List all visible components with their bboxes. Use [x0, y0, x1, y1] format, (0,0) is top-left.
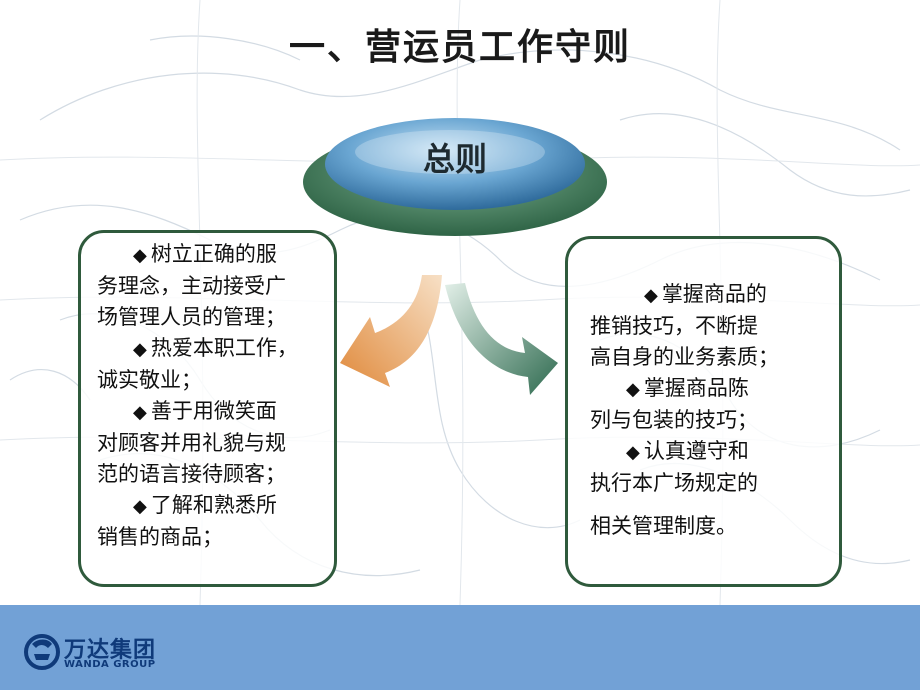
right-line: 列与包装的技巧； [590, 408, 758, 432]
right-line: 高自身的业务素质； [590, 345, 779, 369]
diamond-bullet-icon: ◆ [133, 245, 147, 266]
logo-chinese-text: 万达集团 [64, 638, 157, 663]
left-item-2: ◆热爱本职工作， [133, 336, 298, 360]
left-item-1: ◆树立正确的服 [133, 242, 277, 266]
center-label: 总则 [422, 140, 487, 178]
diamond-bullet-icon: ◆ [133, 402, 147, 423]
right-arrow-icon [445, 283, 558, 395]
center-disc [303, 118, 607, 236]
right-item-1: ◆掌握商品的 [644, 282, 767, 306]
left-line: 务理念，主动接受广 [97, 274, 286, 298]
diamond-bullet-icon: ◆ [626, 442, 640, 463]
right-principles-box: ◆掌握商品的 推销技巧，不断提 高自身的业务素质； ◆掌握商品陈 列与包装的技巧… [565, 236, 842, 587]
direction-arrows [340, 275, 558, 395]
diamond-bullet-icon: ◆ [133, 339, 147, 360]
right-item-2: ◆掌握商品陈 [626, 376, 749, 400]
left-arrow-icon [340, 275, 442, 387]
diamond-bullet-icon: ◆ [133, 496, 147, 517]
right-line: 相关管理制度。 [590, 514, 737, 538]
left-line: 范的语言接待顾客； [97, 462, 286, 486]
left-principles-box: ◆树立正确的服 务理念，主动接受广 场管理人员的管理； ◆热爱本职工作， 诚实敬… [78, 230, 337, 587]
wanda-logo-icon [24, 634, 60, 670]
left-line: 对顾客并用礼貌与规 [97, 431, 286, 455]
left-line: 销售的商品； [97, 525, 223, 549]
left-line: 场管理人员的管理； [97, 305, 286, 329]
left-item-3: ◆善于用微笑面 [133, 399, 277, 423]
left-item-4: ◆了解和熟悉所 [133, 493, 277, 517]
logo-english-text: WANDA GROUP [64, 659, 156, 670]
diamond-bullet-icon: ◆ [644, 285, 658, 306]
left-line: 诚实敬业； [97, 368, 202, 392]
diamond-bullet-icon: ◆ [626, 379, 640, 400]
slide-title: 一、营运员工作守则 [288, 27, 631, 68]
footer-bar [0, 605, 920, 690]
right-line: 推销技巧，不断提 [590, 314, 758, 338]
right-line: 执行本广场规定的 [590, 471, 758, 495]
right-item-3: ◆认真遵守和 [626, 439, 749, 463]
